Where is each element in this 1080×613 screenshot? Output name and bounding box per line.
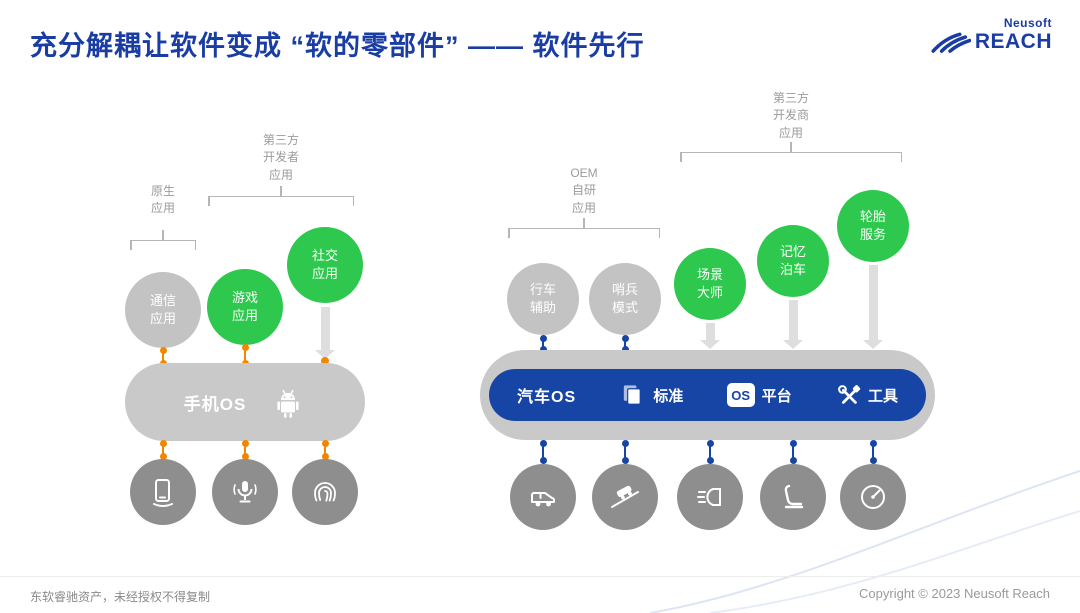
headlight-icon (697, 488, 721, 506)
connector-line (159, 347, 167, 367)
device-circle (510, 464, 576, 530)
tools-label: 工具 (867, 387, 898, 405)
page-title: 充分解耦让软件变成 “软的零部件” —— 软件先行 (30, 31, 645, 61)
os-badge: OS (726, 383, 755, 407)
android-icon (277, 389, 299, 418)
car-os-bar: 汽车OS 标准 OS 平台 工具 (480, 350, 935, 440)
connector-line (241, 344, 249, 367)
thirdparty-dev-group-label: 第三方 开发者 应用 (262, 133, 299, 182)
gauge-icon (861, 485, 885, 509)
app-circle-social: 社交 应用 (287, 227, 363, 303)
device-circle (677, 464, 743, 530)
app-circle-game: 游戏 应用 (207, 269, 283, 345)
connector-line (321, 440, 329, 460)
connector-line (706, 440, 714, 464)
connector-line (539, 440, 547, 464)
app-label: 通信 应用 (149, 293, 176, 326)
connector-dot (321, 357, 329, 365)
connector-line (241, 440, 249, 460)
copyright-text: Copyright © 2023 Neusoft Reach (859, 586, 1050, 601)
device-circle (292, 459, 358, 525)
thirdparty-vendor-group-label: 第三方 开发商 应用 (772, 91, 809, 140)
app-circle-memory-parking: 记忆 泊车 (757, 225, 829, 297)
app-circle-tire-service: 轮胎 服务 (837, 190, 909, 262)
device-circle (212, 459, 278, 525)
connector-line (621, 440, 629, 464)
connector-line (621, 335, 629, 353)
app-circle-communication: 通信 应用 (125, 272, 201, 348)
app-label: 社交 应用 (311, 248, 338, 281)
vehicle-icon (531, 492, 555, 507)
device-circle (592, 464, 658, 530)
app-label: 哨兵 模式 (611, 282, 638, 315)
app-label: 游戏 应用 (231, 290, 258, 323)
seat-icon (784, 484, 804, 509)
connector-line (869, 440, 877, 464)
app-label: 场景 大师 (696, 267, 723, 300)
oem-apps-bracket (508, 218, 660, 239)
hill-assist-icon (611, 485, 639, 508)
road-swoosh-icon (931, 32, 971, 53)
confidential-note: 东软睿驰资产，未经授权不得复制 (30, 590, 211, 604)
device-circle (130, 459, 196, 525)
app-label: 行车 辅助 (529, 282, 556, 315)
phone-os-label: 手机OS (183, 394, 247, 414)
native-apps-bracket (130, 230, 196, 251)
documents-icon (624, 384, 642, 405)
tools-item: 工具 (835, 382, 898, 408)
tools-icon (838, 385, 861, 404)
connector-line (789, 440, 797, 464)
oem-apps-group-label: OEM 自研 应用 (570, 166, 598, 215)
fingerprint-icon (314, 482, 336, 502)
footer-divider (0, 576, 1080, 577)
platform-label: 平台 (761, 387, 792, 405)
standard-item: 标准 (619, 382, 683, 409)
neusoft-reach-logo: Neusoft REACH (929, 16, 1052, 54)
native-apps-group-label: 原生 应用 (150, 184, 175, 216)
app-circle-sentry-mode: 哨兵 模式 (589, 263, 661, 335)
thirdparty-vendor-bracket (680, 142, 902, 163)
platform-item: OS 平台 (726, 383, 792, 407)
app-circle-scene-master: 场景 大师 (674, 248, 746, 320)
device-circle (760, 464, 826, 530)
voice-assistant-icon (233, 481, 257, 503)
car-os-label: 汽车OS (517, 389, 577, 406)
connector-line (159, 440, 167, 460)
phone-in-hand-icon (153, 479, 173, 507)
car-os-bar-inner: 汽车OS 标准 OS 平台 工具 (489, 369, 926, 421)
down-arrow (700, 323, 720, 349)
down-arrow (315, 307, 335, 359)
thirdparty-dev-bracket (208, 186, 354, 207)
standard-label: 标准 (653, 387, 684, 405)
logo-neusoft-text: Neusoft (1003, 16, 1052, 30)
app-circle-driving-assist: 行车 辅助 (507, 263, 579, 335)
phone-os-bar: 手机OS (125, 363, 365, 441)
logo-reach-text: REACH (974, 30, 1052, 53)
road-curves-watermark (650, 470, 1080, 613)
app-label: 记忆 泊车 (779, 244, 806, 277)
down-arrow (783, 300, 803, 349)
device-circle (840, 464, 906, 530)
connector-line (539, 335, 547, 353)
down-arrow (863, 265, 883, 349)
app-label: 轮胎 服务 (859, 209, 886, 242)
